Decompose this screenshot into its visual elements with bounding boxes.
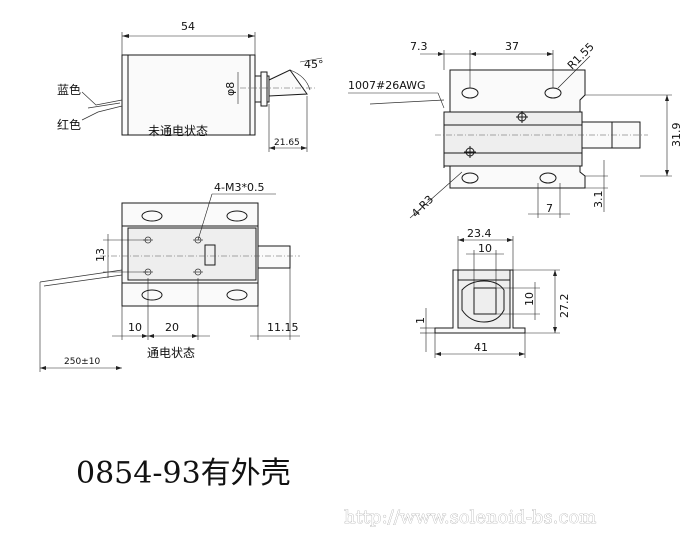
front-slot-tl xyxy=(141,210,163,222)
dim-inner-label: 10 xyxy=(478,242,492,255)
end-plunger-square xyxy=(473,287,497,315)
dim-plunger-label: 11.15 xyxy=(267,321,299,334)
front-slot-tr xyxy=(226,210,248,222)
dim-left-label: 7.3 xyxy=(410,40,428,53)
front-coil xyxy=(127,227,257,281)
end-coil-outline xyxy=(461,280,505,323)
dim-radius-bottom-label: 4-R3 xyxy=(409,193,436,220)
dim-width-top-label: 23.4 xyxy=(467,227,492,240)
wire-blue-label: 蓝色 xyxy=(57,83,81,97)
side-plunger-tip xyxy=(268,69,308,97)
dim-wire-label: 250±10 xyxy=(64,357,100,367)
dim-13-label: 13 xyxy=(94,248,107,262)
dim-10-label: 10 xyxy=(128,321,142,334)
front-slot-bl xyxy=(141,289,163,301)
slot-bottom-left xyxy=(461,172,479,184)
front-slot-br xyxy=(226,289,248,301)
dim-stroke-label: 21.65 xyxy=(274,138,300,148)
side-state-label: 未通电状态 xyxy=(148,124,208,138)
front-state-label: 通电状态 xyxy=(147,346,195,360)
dim-radius-top-label: R1.55 xyxy=(565,40,597,72)
dim-small-label: 3.1 xyxy=(592,191,605,209)
front-window xyxy=(204,244,216,266)
end-view: 23.4 10 10 27.2 1 41 xyxy=(414,227,571,358)
wire-red xyxy=(81,105,123,121)
side-view: 54 φ8 45° 21.65 蓝色 红色 未通电状态 xyxy=(57,20,324,152)
watermark-url: http://www.solenoid-bs.com xyxy=(344,507,596,528)
screw-spec-label: 4-M3*0.5 xyxy=(214,181,264,194)
screw-top xyxy=(516,111,528,123)
screw-bottom xyxy=(464,146,476,158)
dim-height-label: 31.9 xyxy=(670,123,683,148)
wire-blue xyxy=(81,91,123,106)
dim-inner-v-label: 10 xyxy=(523,292,536,306)
front-view: 4-M3*0.5 13 10 20 11.15 250±10 通电状态 xyxy=(39,181,300,372)
front-wire xyxy=(39,269,123,283)
wire-red-label: 红色 xyxy=(57,117,81,132)
dim-thickness-label: 1 xyxy=(414,317,427,324)
slot-bottom-right xyxy=(539,172,557,184)
dim-height-end-label: 27.2 xyxy=(558,294,571,319)
dim-base-label: 41 xyxy=(474,341,488,354)
dim-angle-label: 45° xyxy=(304,58,324,71)
dim-diameter-label: φ8 xyxy=(224,82,237,96)
dim-length-label: 54 xyxy=(181,20,195,33)
top-right-view: 7.3 37 R1.55 1007#26AWG 31.9 4-R3 7 3.1 xyxy=(348,40,683,220)
side-body xyxy=(121,54,256,136)
model-title: 0854-93有外壳 xyxy=(76,456,291,491)
coil-body xyxy=(443,111,583,167)
dim-span-label: 37 xyxy=(505,40,519,53)
wire-spec-label: 1007#26AWG xyxy=(348,79,426,92)
end-body xyxy=(457,269,511,329)
dim-20-label: 20 xyxy=(165,321,179,334)
front-plunger xyxy=(257,245,291,269)
dim-offset-label: 7 xyxy=(546,202,553,215)
